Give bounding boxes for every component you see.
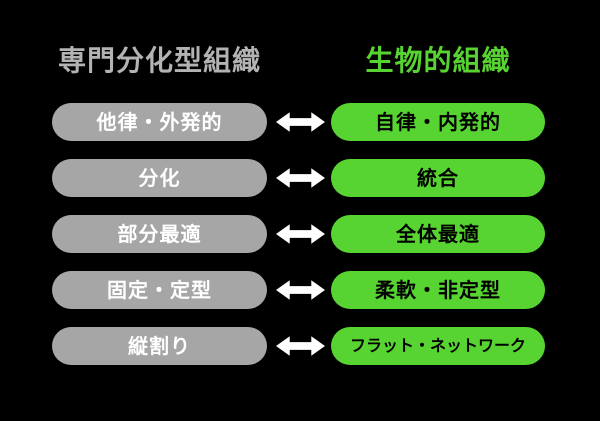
left-attribute-pill: 固定・定型 (52, 271, 267, 309)
comparison-row: 部分最適 全体最適 (0, 215, 600, 253)
right-attribute-pill: フラット・ネットワーク (331, 327, 545, 365)
right-column-title: 生物的組織 (365, 44, 511, 77)
left-attribute-pill: 分化 (52, 159, 267, 197)
right-attribute-pill: 統合 (331, 159, 545, 197)
left-attribute-pill: 部分最適 (52, 215, 267, 253)
double-arrow-icon (276, 111, 325, 133)
comparison-rows: 他律・外発的 自律・内発的 分化 統合 部分最適 全体最適 固定・定型 (0, 103, 600, 383)
left-attribute-pill: 縦割り (52, 327, 267, 365)
double-arrow-icon (276, 335, 325, 357)
left-column-title: 専門分化型組織 (57, 44, 261, 77)
right-attribute-pill: 全体最適 (331, 215, 545, 253)
left-attribute-pill: 他律・外発的 (52, 103, 267, 141)
double-arrow-icon (276, 167, 325, 189)
double-arrow-icon (276, 223, 325, 245)
right-attribute-pill: 柔軟・非定型 (331, 271, 545, 309)
comparison-row: 分化 統合 (0, 159, 600, 197)
comparison-row: 固定・定型 柔軟・非定型 (0, 271, 600, 309)
right-attribute-pill: 自律・内発的 (331, 103, 545, 141)
comparison-row: 縦割り フラット・ネットワーク (0, 327, 600, 365)
double-arrow-icon (276, 279, 325, 301)
comparison-row: 他律・外発的 自律・内発的 (0, 103, 600, 141)
